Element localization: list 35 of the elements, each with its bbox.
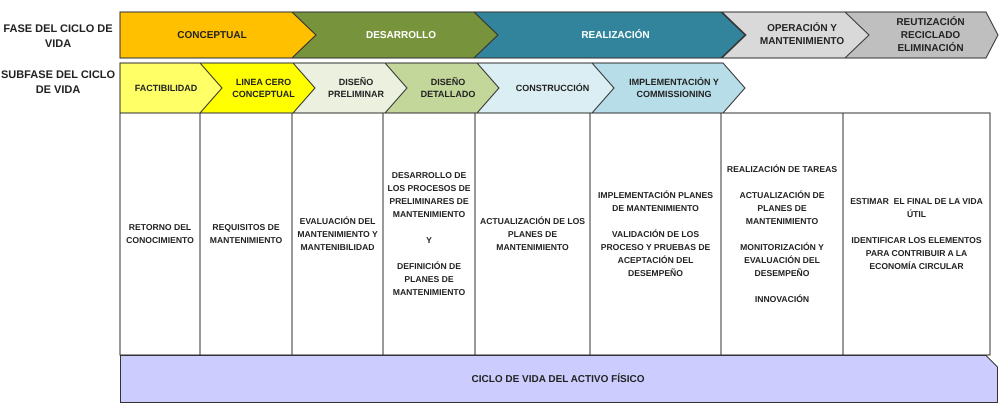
phase-label: OPERACIÓN Y MANTENIMIENTO: [758, 22, 846, 48]
activity-text: RETORNO DEL CONOCIMIENTO: [125, 221, 195, 247]
phase-label: FACTIBILIDAD: [134, 82, 198, 94]
activity-text: REQUISITOS DE MANTENIMIENTO: [208, 221, 284, 247]
phase-label: DISEÑO PRELIMINAR: [327, 76, 385, 100]
phase-band: [474, 12, 745, 58]
column-box: [120, 113, 200, 355]
activity-text: REALIZACIÓN DE TAREAS: [726, 162, 838, 176]
phase-label: REUTIZACIÓN RECICLADO ELIMINACIÓN: [895, 16, 966, 54]
activity-text: IMPLEMENTACIÓN PLANES DE MANTENIMIENTO: [597, 188, 714, 214]
phase-label: IMPLEMENTACIÓN Y COMMISSIONING: [628, 76, 720, 100]
phase-label: REALIZACIÓN: [581, 28, 650, 42]
row-heading: SUBFASE DEL CICLO DE VIDA: [0, 68, 116, 98]
activity-text: EVALUACIÓN DEL MANTENIMIENTO Y MANTENIBILIDAD: [296, 214, 379, 254]
column-box: [721, 113, 843, 355]
activity-text: ACTUALIZACIÓN DE PLANES DE MANTENIMIENTO: [738, 188, 826, 228]
band-label: CICLO DE VIDA DEL ACTIVO FÍSICO: [472, 372, 644, 386]
activity-text: MONITORIZACIÓN Y EVALUACIÓN DEL DESEMPEÑO: [739, 240, 825, 280]
row-heading: FASE DEL CICLO DE VIDA: [2, 22, 114, 52]
phase-band: [845, 12, 998, 58]
activity-text: ESTIMAR EL FINAL DE LA VIDA ÚTIL: [849, 195, 984, 221]
activity-text: DEFINICIÓN DE PLANES DE MANTENIMIENTO: [392, 260, 466, 299]
activity-text: DESARROLLO DE LOS PROCESOS DE PRELIMINARES DE MANTENIMIENTO: [386, 169, 472, 221]
column-box: [843, 113, 990, 355]
phase-label: CONSTRUCCIÓN: [516, 82, 590, 94]
activity-text: VALIDACIÓN DE LOS PROCESO Y PRUEBAS DE ACEPTACIÓN DEL DESEMPEÑO: [600, 228, 712, 280]
activity-text: INNOVACIÓN: [754, 292, 810, 306]
activity-text: IDENTIFICAR LOS ELEMENTOS PARA CONTRIBUIR A LA ECONOMÍA CIRCULAR: [850, 234, 983, 273]
lifecycle-arrow-band: [120, 355, 998, 403]
phase-label: CONCEPTUAL: [177, 28, 247, 42]
phase-label: DISEÑO DETALLADO: [420, 76, 476, 100]
phase-band: [120, 12, 316, 58]
activity-text: Y: [426, 234, 432, 247]
phase-label: LINEA CERO CONCEPTUAL: [231, 76, 296, 100]
activity-text: ACTUALIZACIÓN DE LOS PLANES DE MANTENIMIENTO: [478, 214, 586, 254]
